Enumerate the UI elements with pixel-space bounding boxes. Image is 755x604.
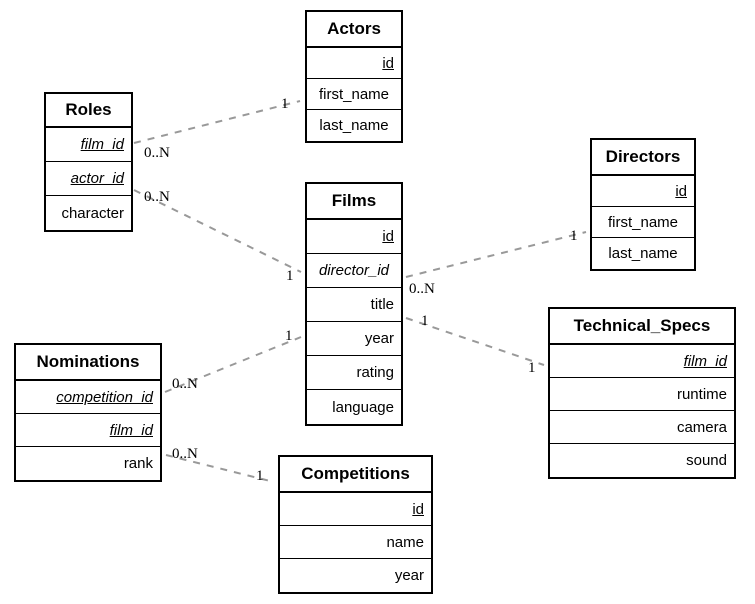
entity-attribute-row[interactable]: title <box>307 288 401 322</box>
entity-attribute-row[interactable]: first_name <box>307 79 401 110</box>
attribute-label: id <box>382 228 394 245</box>
attribute-label: film_id <box>683 352 727 370</box>
entity-attribute-row[interactable]: film_id <box>550 345 734 378</box>
entity-attribute-row[interactable]: id <box>307 48 401 79</box>
entity-title: Films <box>307 184 401 220</box>
relationship-line <box>133 100 301 144</box>
attribute-label: actor_id <box>70 170 124 187</box>
cardinality-label: 1 <box>528 360 536 376</box>
entity-title: Nominations <box>16 345 160 381</box>
attribute-label: last_name <box>319 117 389 134</box>
cardinality-label: 1 <box>281 96 289 112</box>
entity-attribute-row[interactable]: director_id <box>307 254 401 288</box>
entity-attribute-row[interactable]: year <box>280 559 431 592</box>
attribute-label: name <box>386 533 424 551</box>
entity-attribute-row[interactable]: first_name <box>592 207 694 238</box>
cardinality-label: 1 <box>421 313 429 329</box>
attribute-label: rank <box>123 455 153 472</box>
entity-title: Actors <box>307 12 401 48</box>
attribute-label: first_name <box>607 213 679 231</box>
attribute-label: competition_id <box>56 388 153 406</box>
entity-title: Technical_Specs <box>550 309 734 345</box>
cardinality-label: 0..N <box>409 281 435 297</box>
cardinality-label: 0..N <box>172 446 198 462</box>
cardinality-label: 0..N <box>144 189 170 205</box>
entity-table[interactable]: Directors id first_name last_name <box>590 138 696 271</box>
attribute-label: last_name <box>608 245 678 262</box>
entity-attribute-row[interactable]: id <box>280 493 431 526</box>
entity-attribute-row[interactable]: actor_id <box>46 162 131 196</box>
entity-attribute-row[interactable]: competition_id <box>16 381 160 414</box>
entity-attribute-row[interactable]: rank <box>16 447 160 480</box>
entity-title: Competitions <box>280 457 431 493</box>
attribute-label: id <box>675 182 687 200</box>
attribute-label: camera <box>676 418 727 436</box>
attribute-label: id <box>382 54 394 72</box>
attribute-label: runtime <box>676 385 727 403</box>
cardinality-label: 0..N <box>172 376 198 392</box>
entity-attribute-row[interactable]: camera <box>550 411 734 444</box>
attribute-label: sound <box>686 452 727 469</box>
attribute-label: film_id <box>109 421 153 439</box>
attribute-label: year <box>364 330 394 347</box>
entity-table[interactable]: Roles film_id actor_id character <box>44 92 133 232</box>
cardinality-label: 1 <box>285 328 293 344</box>
entity-attribute-row[interactable]: name <box>280 526 431 559</box>
cardinality-label: 1 <box>256 468 264 484</box>
attribute-label: character <box>61 204 124 222</box>
cardinality-label: 1 <box>286 268 294 284</box>
entity-attribute-row[interactable]: year <box>307 322 401 356</box>
attribute-label: year <box>394 567 424 584</box>
entity-attribute-row[interactable]: language <box>307 390 401 424</box>
attribute-label: title <box>370 296 394 313</box>
entity-table[interactable]: Competitions id name year <box>278 455 433 594</box>
entity-title: Roles <box>46 94 131 128</box>
attribute-label: language <box>332 398 394 416</box>
cardinality-label: 0..N <box>144 145 170 161</box>
entity-attribute-row[interactable]: character <box>46 196 131 230</box>
attribute-label: first_name <box>318 85 390 103</box>
entity-attribute-row[interactable]: sound <box>550 444 734 477</box>
entity-attribute-row[interactable]: last_name <box>307 110 401 141</box>
attribute-label: film_id <box>80 136 124 153</box>
entity-attribute-row[interactable]: id <box>592 176 694 207</box>
entity-attribute-row[interactable]: last_name <box>592 238 694 269</box>
attribute-label: id <box>412 500 424 518</box>
entity-title: Directors <box>592 140 694 176</box>
entity-table[interactable]: Actors id first_name last_name <box>305 10 403 143</box>
entity-attribute-row[interactable]: runtime <box>550 378 734 411</box>
attribute-label: rating <box>356 364 394 381</box>
relationship-line <box>405 231 587 278</box>
cardinality-label: 1 <box>570 228 578 244</box>
entity-attribute-row[interactable]: id <box>307 220 401 254</box>
entity-attribute-row[interactable]: film_id <box>16 414 160 447</box>
attribute-label: director_id <box>318 262 390 279</box>
entity-attribute-row[interactable]: film_id <box>46 128 131 162</box>
entity-attribute-row[interactable]: rating <box>307 356 401 390</box>
